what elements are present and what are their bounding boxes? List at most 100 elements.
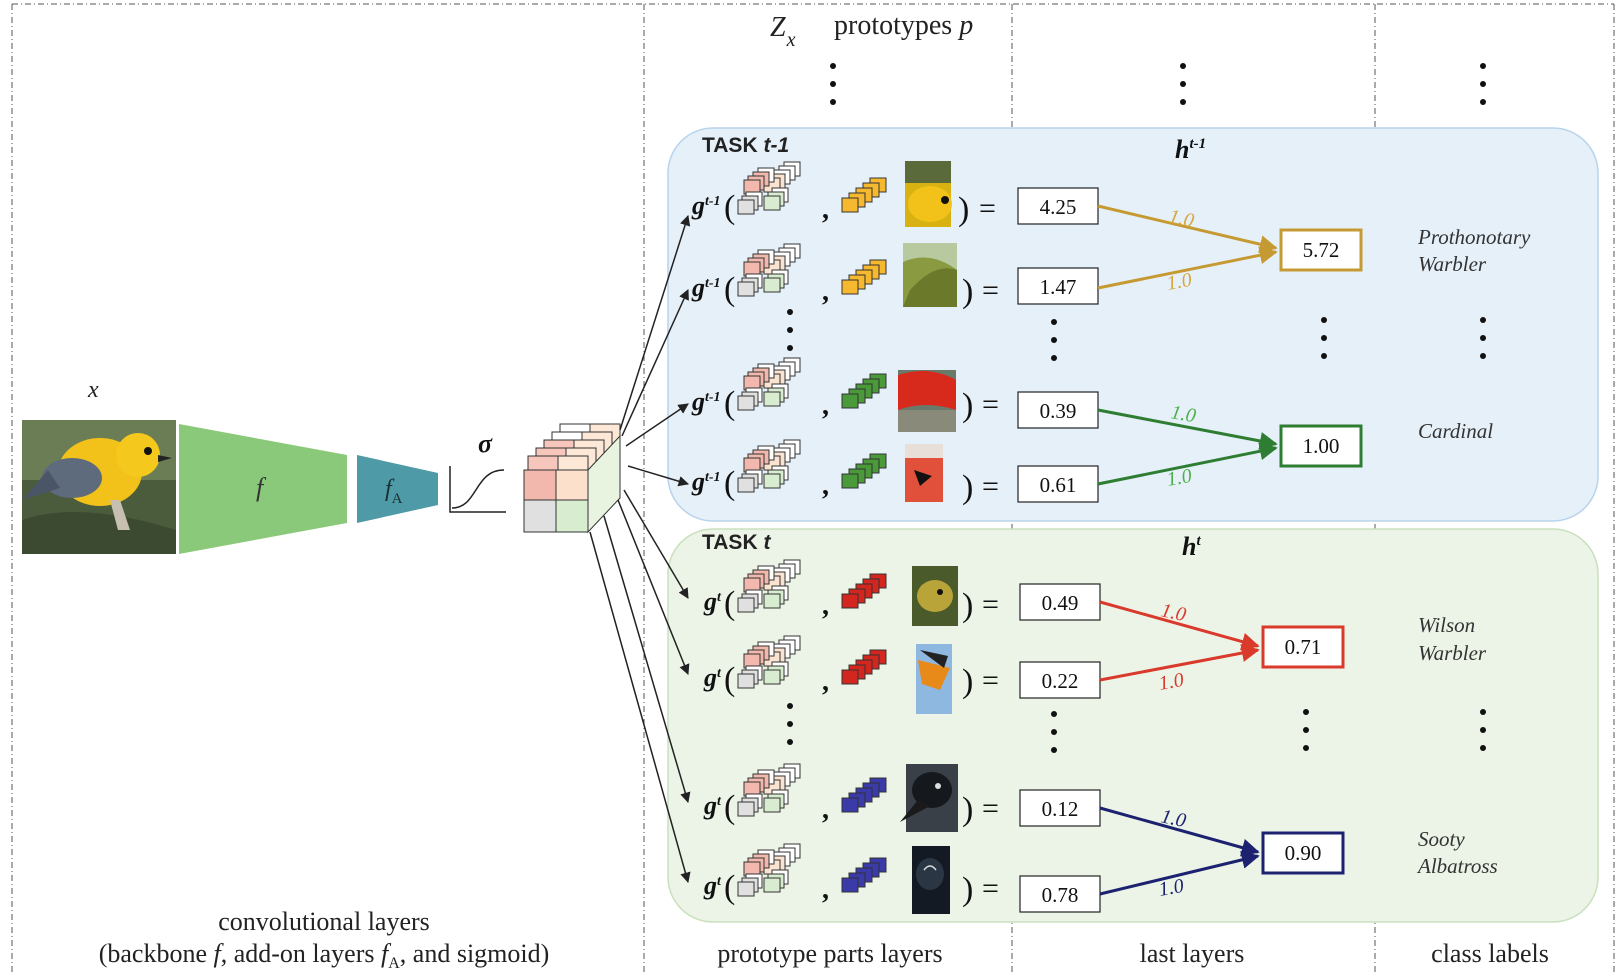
svg-text:=: = [982, 664, 999, 697]
svg-text:(: ( [724, 789, 735, 826]
similarity-row: gt ( , ) = 0.12 [703, 763, 1101, 832]
svg-text:(: ( [724, 585, 735, 622]
class-output: 0.90 [1261, 831, 1345, 875]
similarity-score-box [1019, 583, 1101, 621]
feature-cube-zx [523, 423, 621, 534]
prototypes-label: prototypes p [834, 10, 973, 41]
svg-text:(: ( [724, 189, 735, 226]
svg-text:gt: gt [703, 587, 722, 616]
edge-weight-labels: 1.0 1.0 1.0 1.0 1.0 1.0 1.0 1.0 [1157, 205, 1198, 901]
task-cur-h-label: ht [1182, 532, 1201, 561]
input-label: x [87, 377, 99, 403]
svg-text:=: = [982, 792, 999, 825]
svg-text:Wilson: Wilson [1418, 613, 1475, 637]
similarity-score: 0.12 [1042, 797, 1079, 821]
svg-text:(: ( [724, 385, 735, 422]
svg-text:): ) [962, 387, 973, 424]
svg-text:,: , [822, 470, 829, 501]
svg-text:,: , [822, 874, 829, 905]
sigmoid-curve-icon [449, 466, 506, 513]
svg-text:(: ( [724, 661, 735, 698]
addon-label: fA [385, 476, 403, 507]
svg-text:,: , [822, 390, 829, 421]
sigmoid-label: σ [478, 429, 493, 458]
svg-text:): ) [962, 871, 973, 908]
task-prev-panel [667, 127, 1599, 522]
similarity-score: 0.22 [1042, 669, 1079, 693]
prototype-vector-icon [841, 777, 887, 813]
task-cur-title: TASK t [702, 531, 771, 554]
svg-text:=: = [982, 588, 999, 621]
svg-text:1.0: 1.0 [1157, 875, 1185, 901]
class-output: 5.72 [1279, 228, 1363, 272]
svg-text:(: ( [724, 465, 735, 502]
svg-text:5.72: 5.72 [1303, 238, 1340, 262]
svg-text:1.0: 1.0 [1165, 269, 1193, 295]
svg-text:): ) [962, 587, 973, 624]
similarity-score-box [1017, 187, 1099, 225]
svg-text:Albatross: Albatross [1416, 854, 1498, 878]
similarity-score: 4.25 [1040, 195, 1077, 219]
svg-text:,: , [822, 276, 829, 307]
backbone-label: f [256, 473, 267, 502]
svg-text:1.0: 1.0 [1165, 465, 1193, 491]
svg-text:1.0: 1.0 [1157, 669, 1185, 695]
prototype-vector-icon [841, 259, 887, 295]
task-prev-h-label: ht-1 [1175, 135, 1206, 164]
svg-text:,: , [822, 194, 829, 225]
svg-text:=: = [982, 470, 999, 503]
prototype-patch-image [905, 161, 952, 227]
task-prev-title: TASK t-1 [702, 134, 789, 157]
prototype-vector-icon [841, 453, 887, 489]
svg-text:,: , [822, 590, 829, 621]
svg-text:): ) [962, 791, 973, 828]
prototype-patch-image [912, 846, 950, 914]
similarity-score-box [1019, 661, 1101, 699]
svg-text:1.0: 1.0 [1159, 805, 1188, 832]
similarity-score: 0.39 [1040, 399, 1077, 423]
svg-text:gt-1: gt-1 [691, 467, 721, 496]
svg-text:): ) [962, 663, 973, 700]
svg-text:gt: gt [703, 663, 722, 692]
similarity-row: gt ( , ) = 0.78 [703, 843, 1101, 914]
svg-text:gt: gt [703, 871, 722, 900]
fanout-arrows [589, 214, 691, 884]
svg-text:Prothonotary: Prothonotary [1417, 225, 1531, 249]
backbone-block [179, 424, 347, 554]
class-output: 1.00 [1279, 424, 1363, 468]
similarity-score-box [1019, 789, 1101, 827]
prototype-patch-image [912, 566, 958, 626]
ellipsis-dots-middle [787, 309, 1486, 753]
similarity-row: gt-1 ( , ) = 4.25 [691, 161, 1099, 228]
svg-text:gt-1: gt-1 [691, 273, 721, 302]
similarity-score-box [1017, 267, 1099, 305]
svg-text:Warbler: Warbler [1418, 641, 1487, 665]
similarity-row: gt-1 ( , ) = 0.39 [691, 357, 1099, 432]
svg-text:): ) [962, 469, 973, 506]
svg-text:Cardinal: Cardinal [1418, 419, 1493, 443]
svg-text:,: , [822, 666, 829, 697]
similarity-score: 0.49 [1042, 591, 1079, 615]
similarity-row: gt ( , ) = 0.22 [703, 635, 1101, 714]
prototype-vector-icon [841, 573, 887, 609]
svg-text:=: = [982, 872, 999, 905]
prototype-patch-image [916, 644, 952, 714]
svg-text:gt-1: gt-1 [691, 387, 721, 416]
similarity-row: gt-1 ( , ) = 1.47 [691, 243, 1099, 310]
footer-conv-line1: convolutional layers [218, 907, 430, 936]
prototype-patch-image [898, 370, 956, 432]
svg-text:1.0: 1.0 [1159, 599, 1188, 626]
similarity-score-box [1019, 875, 1101, 913]
svg-text:,: , [822, 794, 829, 825]
svg-text:1.00: 1.00 [1303, 434, 1340, 458]
prototype-vector-icon [841, 177, 887, 213]
similarity-score: 0.61 [1040, 473, 1077, 497]
svg-text:=: = [982, 274, 999, 307]
similarity-score: 0.78 [1042, 883, 1079, 907]
last-layer-edges [1097, 204, 1278, 896]
svg-text:): ) [962, 273, 973, 310]
input-bird-image [22, 420, 176, 554]
footer-class-labels: class labels [1431, 939, 1549, 968]
svg-text:Warbler: Warbler [1418, 252, 1487, 276]
